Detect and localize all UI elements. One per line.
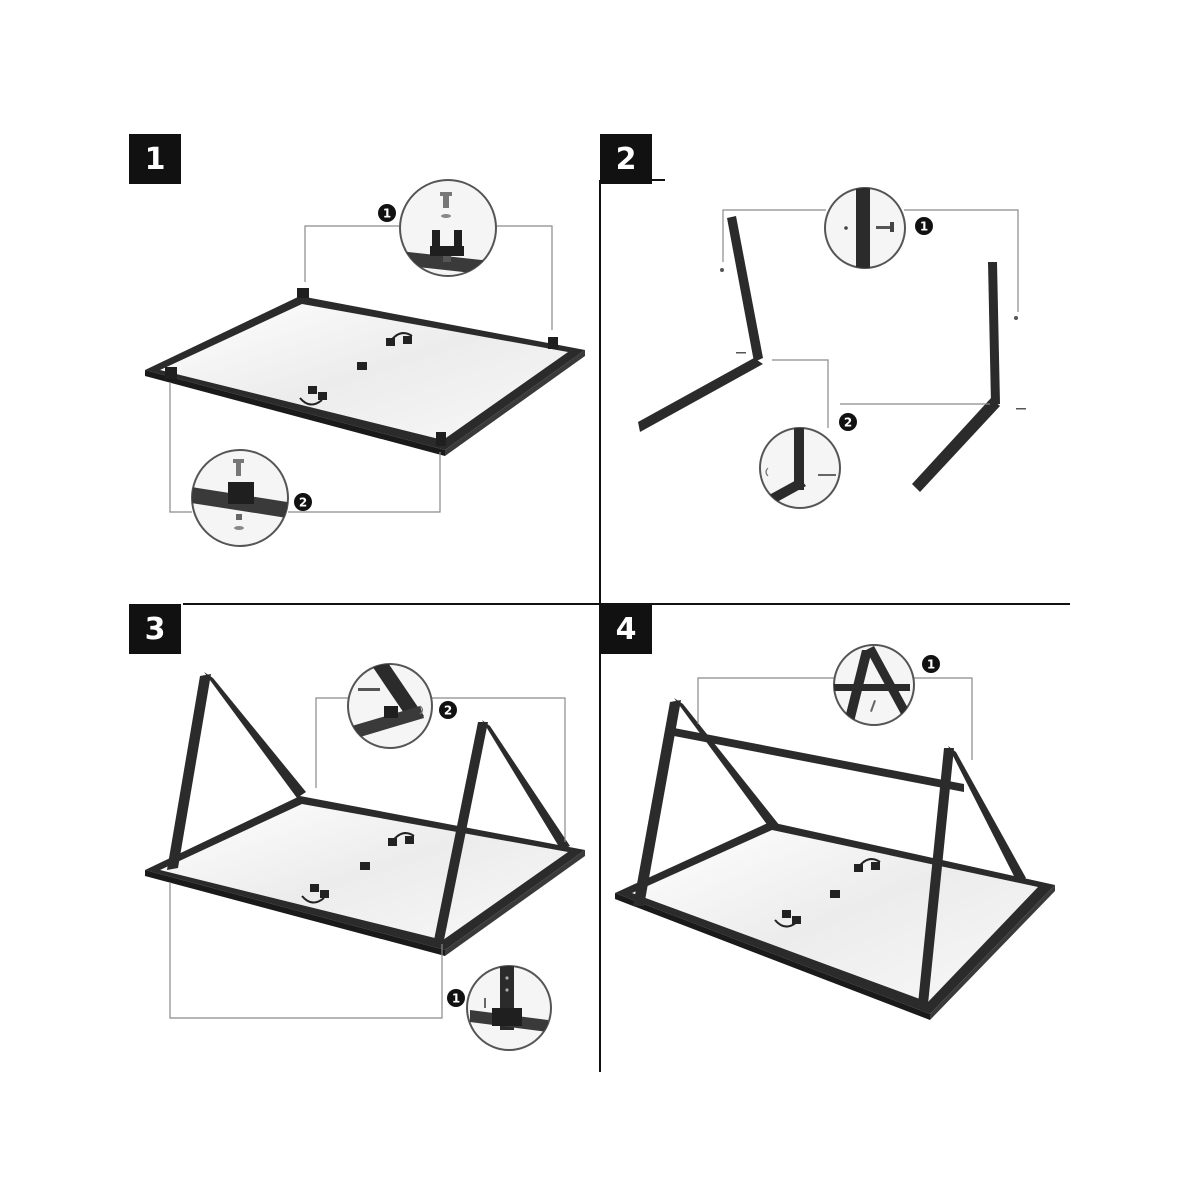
step-3-callout-2: 2 xyxy=(439,701,457,719)
junction-box xyxy=(299,332,413,406)
magnifier-step-3-callout-2 xyxy=(347,663,433,749)
step-1-callout-2: 2 xyxy=(294,493,312,511)
step-4-illustration: 1 xyxy=(615,644,1055,1020)
svg-text:1: 1 xyxy=(927,658,935,672)
step-1-leader-lines xyxy=(169,225,553,513)
step-4-callout-1: 1 xyxy=(922,655,940,673)
junction-box xyxy=(774,858,881,928)
svg-text:1: 1 xyxy=(920,220,928,234)
step-2-leader-lines xyxy=(722,209,1019,428)
step-4-leader-lines xyxy=(697,677,973,760)
step-1-illustration: 1 2 xyxy=(145,179,585,547)
left-support-legs xyxy=(167,672,306,870)
magnifier-step-3-callout-1 xyxy=(466,965,552,1051)
svg-text:2: 2 xyxy=(299,496,307,510)
svg-text:2: 2 xyxy=(444,704,452,718)
step-4-badge: 4 xyxy=(600,604,652,654)
solar-panel xyxy=(145,796,585,956)
magnifier-step-4-callout-1 xyxy=(833,644,915,726)
junction-box xyxy=(301,832,415,904)
step-3-badge: 3 xyxy=(129,604,181,654)
step-1-callout-1: 1 xyxy=(378,204,396,222)
right-support-leg xyxy=(912,262,1000,492)
step-1-badge: 1 xyxy=(129,134,181,184)
magnifier-step-1-callout-1 xyxy=(399,179,497,277)
cross-bar xyxy=(674,728,964,792)
step-3-leader-lines xyxy=(169,697,566,1019)
solar-panel xyxy=(145,296,585,456)
step-2-illustration: 1 2 xyxy=(638,187,1026,509)
quadrant-dividers xyxy=(183,179,1070,1072)
right-support-legs xyxy=(434,720,570,940)
step-2-callout-2: 2 xyxy=(839,413,857,431)
svg-text:2: 2 xyxy=(844,416,852,430)
svg-text:1: 1 xyxy=(452,992,460,1006)
solar-panel xyxy=(615,822,1055,1020)
left-support-legs xyxy=(633,698,780,906)
magnifier-step-2-callout-1 xyxy=(824,187,906,269)
bolt-marks xyxy=(720,268,1026,410)
left-support-leg xyxy=(638,216,763,432)
svg-text:1: 1 xyxy=(383,207,391,221)
magnifier-step-2-callout-2 xyxy=(759,427,841,509)
step-2-callout-1: 1 xyxy=(915,217,933,235)
magnifier-step-1-callout-2 xyxy=(191,449,289,547)
right-support-legs xyxy=(918,746,1026,1004)
mounting-brackets xyxy=(165,288,558,446)
step-2-badge: 2 xyxy=(600,134,652,184)
step-3-illustration: 2 1 xyxy=(145,663,585,1051)
step-3-callout-1: 1 xyxy=(447,989,465,1007)
